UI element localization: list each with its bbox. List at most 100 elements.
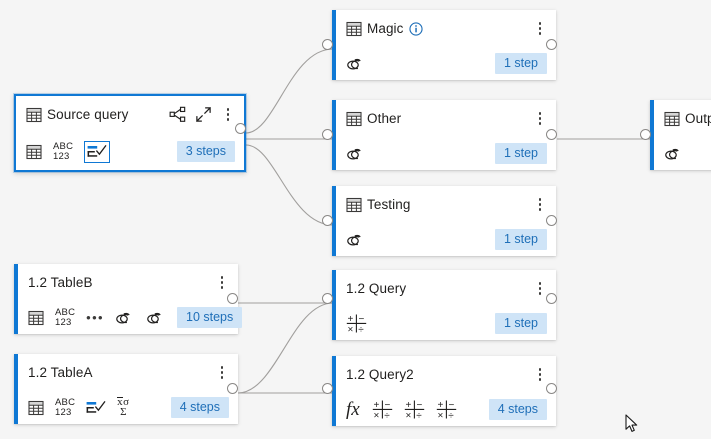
- arithmetic-icon: +−×÷: [436, 399, 457, 420]
- node-testing[interactable]: Testing 1 step: [332, 186, 556, 256]
- port-magic-in[interactable]: [322, 39, 333, 50]
- mouse-pointer: [625, 414, 639, 439]
- link-source-to-magic[interactable]: [245, 48, 334, 134]
- steps-badge[interactable]: 3 steps: [176, 141, 235, 162]
- steps-badge[interactable]: 4 steps: [488, 399, 547, 420]
- node-other[interactable]: Other 1 step: [332, 100, 556, 170]
- table-icon: [346, 21, 362, 37]
- node-body: 1 step: [332, 47, 556, 80]
- node-title: Outp: [664, 111, 711, 127]
- table-icon: [28, 400, 44, 416]
- node-header: 1.2 TableB: [14, 264, 238, 301]
- port-testing-out[interactable]: [546, 215, 557, 226]
- node-accent-bar: [14, 264, 18, 334]
- node-step-icons: [346, 146, 366, 162]
- node-header: Other: [332, 100, 556, 137]
- node-output[interactable]: Outp: [650, 100, 711, 170]
- expand-diagonal-icon[interactable]: [195, 106, 212, 123]
- node-body: 1 step: [332, 223, 556, 256]
- node-title: 1.2 TableA: [28, 365, 93, 380]
- node-title-text: 1.2 Query: [346, 281, 407, 296]
- node-title: Other: [346, 111, 401, 127]
- port-other-out[interactable]: [546, 129, 557, 140]
- port-testing-in[interactable]: [322, 215, 333, 226]
- node-header: Testing: [332, 186, 556, 223]
- node-accent-bar: [14, 354, 18, 424]
- info-icon[interactable]: [408, 21, 423, 36]
- table-icon: [28, 310, 44, 326]
- node-header: 1.2 Query: [332, 270, 556, 307]
- node-query[interactable]: 1.2 Query+−×÷1 step: [332, 270, 556, 340]
- port-magic-out[interactable]: [546, 39, 557, 50]
- node-step-icons: [346, 56, 366, 72]
- table-icon: [26, 107, 42, 123]
- port-query2-out[interactable]: [546, 383, 557, 394]
- svg-text:÷: ÷: [384, 411, 390, 420]
- node-header: Outp: [650, 100, 711, 137]
- node-header-actions: [533, 366, 550, 384]
- svg-text:+: +: [373, 400, 379, 411]
- link-source-to-testing[interactable]: [245, 144, 334, 226]
- node-title-text: Outp: [685, 111, 711, 126]
- port-query-in[interactable]: [322, 293, 333, 304]
- node-header-actions: [215, 274, 232, 292]
- svg-text:×: ×: [348, 325, 354, 334]
- port-tableb-out[interactable]: [227, 293, 238, 304]
- node-header-actions: [533, 280, 550, 298]
- kebab-menu-icon[interactable]: [221, 106, 235, 124]
- node-magic[interactable]: Magic 1 step: [332, 10, 556, 80]
- steps-badge[interactable]: 1 step: [494, 229, 547, 250]
- node-accent-bar: [332, 356, 336, 426]
- kebab-menu-icon[interactable]: [533, 366, 547, 384]
- node-step-icons: fx+−×÷+−×÷+−×÷: [346, 399, 457, 420]
- node-accent-bar: [332, 10, 336, 80]
- svg-text:+: +: [437, 400, 443, 411]
- kebab-menu-icon[interactable]: [215, 364, 229, 382]
- node-accent-bar: [650, 100, 654, 170]
- node-title-text: Source query: [47, 107, 129, 122]
- port-output-in[interactable]: [640, 129, 651, 140]
- share-nodes-icon[interactable]: [169, 106, 186, 123]
- node-header: 1.2 Query2: [332, 356, 556, 393]
- kebab-menu-icon[interactable]: [533, 196, 547, 214]
- port-other-in[interactable]: [322, 129, 333, 140]
- kebab-menu-icon[interactable]: [533, 280, 547, 298]
- link-tablea-to-query[interactable]: [237, 302, 334, 394]
- svg-text:+: +: [405, 400, 411, 411]
- svg-text:×: ×: [437, 411, 443, 420]
- node-header-actions: [533, 20, 550, 38]
- svg-text:÷: ÷: [358, 325, 364, 334]
- arithmetic-icon: +−×÷: [404, 399, 425, 420]
- table-icon: [26, 144, 42, 160]
- port-query2-in[interactable]: [322, 383, 333, 394]
- node-title: Magic: [346, 21, 423, 37]
- steps-badge[interactable]: 1 step: [494, 53, 547, 74]
- svg-text:−: −: [384, 400, 390, 411]
- node-body: 1 step: [332, 137, 556, 170]
- port-tablea-out[interactable]: [227, 383, 238, 394]
- svg-text:×: ×: [405, 411, 411, 420]
- kebab-menu-icon[interactable]: [533, 110, 547, 128]
- kebab-menu-icon[interactable]: [215, 274, 229, 292]
- table-icon: [346, 111, 362, 127]
- port-source-query-out[interactable]: [235, 123, 246, 134]
- node-header: Source query: [16, 96, 244, 133]
- steps-badge[interactable]: 10 steps: [177, 307, 243, 328]
- port-query-out[interactable]: [546, 293, 557, 304]
- steps-badge[interactable]: 1 step: [494, 143, 547, 164]
- node-title-text: Testing: [367, 197, 411, 212]
- node-header-actions: [215, 364, 232, 382]
- steps-badge[interactable]: 1 step: [494, 313, 547, 334]
- kebab-menu-icon[interactable]: [533, 20, 547, 38]
- steps-badge[interactable]: 4 steps: [170, 397, 229, 418]
- link-icon: [346, 146, 366, 162]
